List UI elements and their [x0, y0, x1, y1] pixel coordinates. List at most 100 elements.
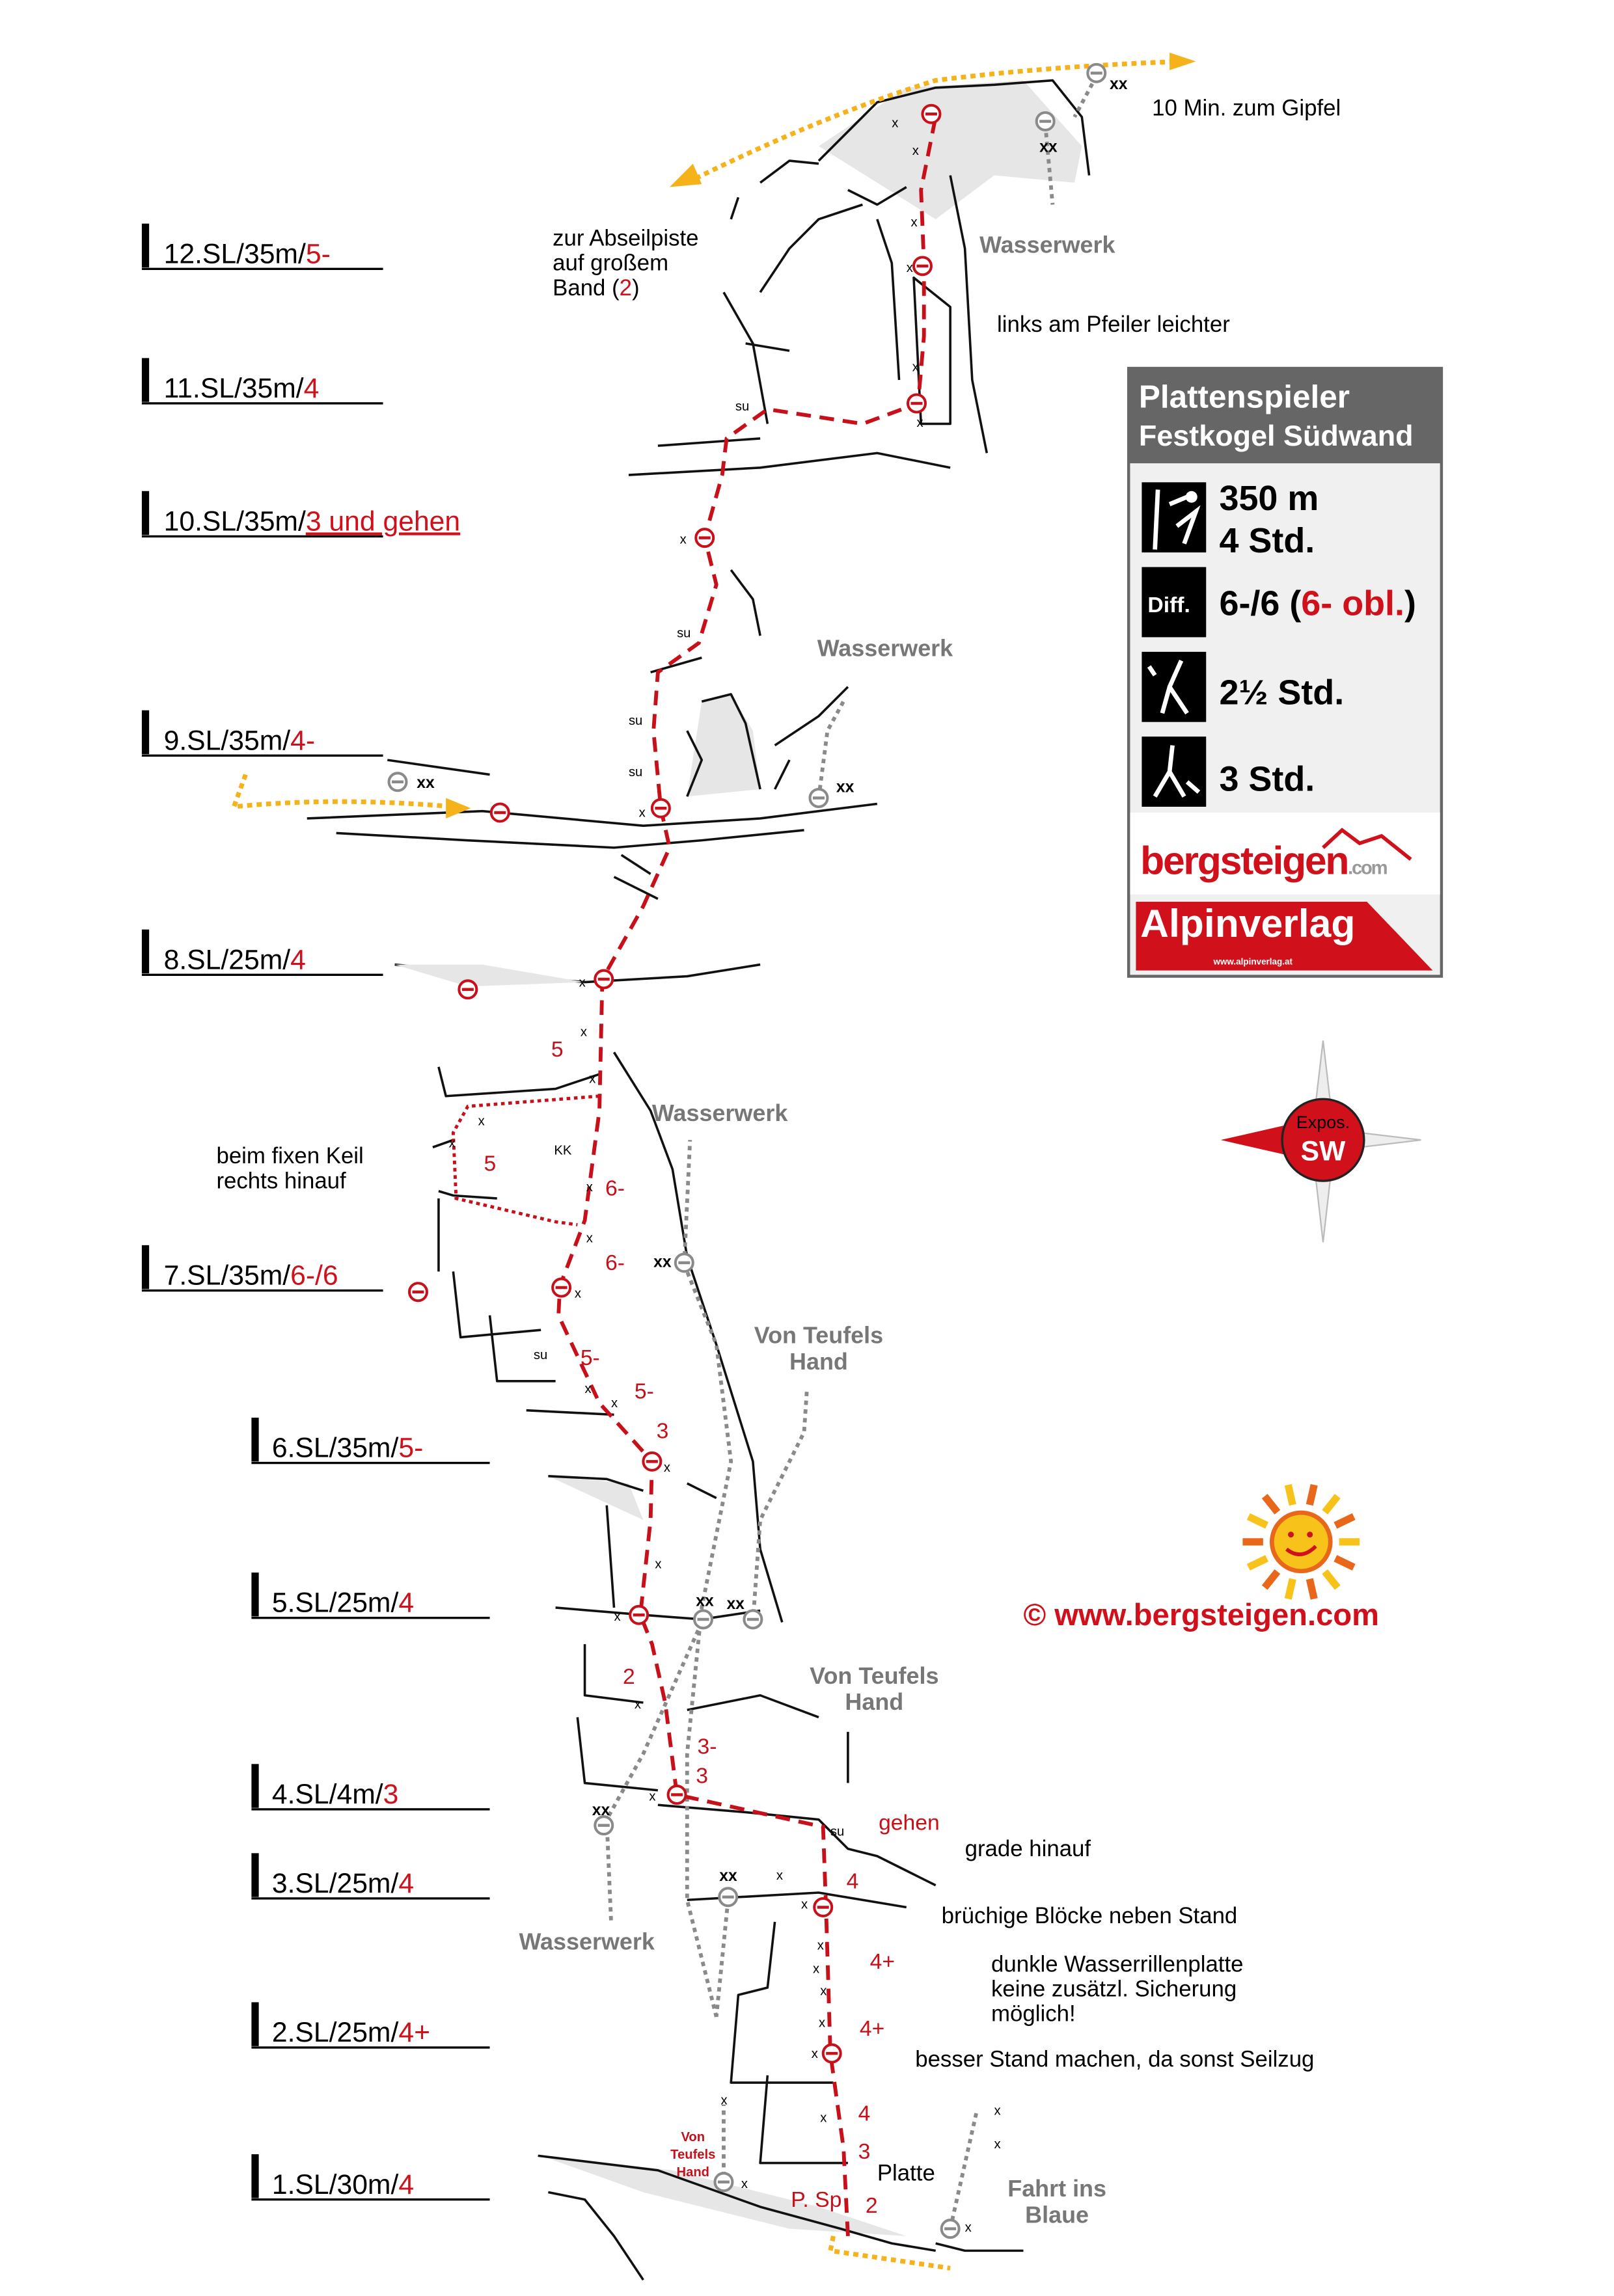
alpinverlag-logo-text: Alpinverlag	[1140, 901, 1355, 945]
bolt-mark: x	[813, 1962, 819, 1977]
pitch-marker	[251, 1853, 259, 1897]
route-name-fahrt: Fahrt ins	[1007, 2175, 1106, 2202]
annotations: 10 Min. zum Gipfel zur Abseilpiste auf g…	[216, 95, 1341, 2228]
bergsteigen-logo: bergsteigen.com	[1140, 838, 1387, 882]
note-abseil: Band (2)	[553, 275, 639, 301]
bolt-mark: x	[655, 1557, 661, 1571]
descent-top	[686, 59, 1184, 185]
note-keil: rechts hinauf	[216, 1168, 346, 1193]
route-name-wasserwerk: Wasserwerk	[979, 232, 1115, 258]
bolt-mark: x	[585, 1382, 592, 1396]
pitch-marker	[141, 1245, 150, 1290]
pitch-label-text: 5.SL/25m/4	[272, 1587, 414, 1619]
route-grade: 6-	[605, 1251, 625, 1275]
route-grade: 6-	[605, 1177, 625, 1201]
approach-icon	[1142, 651, 1207, 722]
pitch-label-text: 8.SL/25m/4	[164, 944, 306, 975]
bolt-mark: x	[912, 144, 919, 158]
pitch-label-text: 2.SL/25m/4+	[272, 2017, 430, 2048]
route-name-wasserwerk: Wasserwerk	[652, 1100, 788, 1126]
su-mark: su	[677, 626, 691, 640]
route-grade: 3	[696, 1764, 708, 1789]
bolt-mark: x	[916, 416, 923, 430]
route-name-wasserwerk: Wasserwerk	[817, 635, 953, 662]
pitch-label-text: 4.SL/4m/3	[272, 1779, 399, 1810]
pitch-label: 11.SL/35m/4	[141, 358, 383, 405]
pitch-marker	[141, 358, 150, 402]
pitch-marker	[141, 223, 150, 268]
climber-icon	[1142, 482, 1207, 553]
bolt-mark: x	[575, 1287, 581, 1301]
note-abseil: zur Abseilpiste	[553, 225, 698, 250]
bolt-mark: x	[581, 1025, 587, 1040]
alpinverlag-logo	[1136, 901, 1433, 971]
route-grade: 4	[858, 2101, 871, 2126]
kk-mark: KK	[554, 1144, 571, 1158]
double-bolt-mark: xx	[696, 1593, 714, 1610]
note-rillen: dunkle Wasserrillenplatte	[991, 1951, 1243, 1977]
bolt-mark: x	[801, 1898, 808, 1912]
descent-band	[230, 774, 454, 810]
note-stand: besser Stand machen, da sonst Seilzug	[915, 2046, 1314, 2072]
approach	[827, 2235, 951, 2271]
alpinverlag-url: www.alpinverlag.at	[1212, 957, 1293, 967]
pitch-label-text: 10.SL/35m/3 und gehen	[164, 506, 461, 537]
bolt-mark: x	[817, 1939, 824, 1953]
double-bolt-mark: xx	[417, 774, 435, 792]
route-grade: 3	[657, 1419, 669, 1443]
pitch-labels: 12.SL/35m/5- 11.SL/35m/4 10.SL/35m/3 und g…	[141, 223, 490, 2201]
route-grade: 4	[847, 1869, 859, 1893]
arrow-icon	[1169, 52, 1196, 70]
route-title: Plattenspieler	[1139, 379, 1350, 415]
info-box: Plattenspieler Festkogel Südwand 350 m 4…	[1127, 366, 1443, 978]
double-bolt-mark: xx	[726, 1595, 745, 1613]
double-bolt-mark: xx	[836, 779, 855, 796]
note-teufels-small: Von	[681, 2130, 705, 2144]
bolt-mark: x	[478, 1114, 485, 1129]
bolt-mark: x	[965, 2221, 972, 2235]
pitch-label: 7.SL/35m/6-/6	[141, 1245, 383, 1292]
pitch-label: 4.SL/4m/3	[251, 1764, 490, 1811]
pitch-label: 9.SL/35m/4-	[141, 710, 383, 757]
pitch-label-text: 3.SL/25m/4	[272, 1868, 414, 1899]
pitch-marker	[141, 929, 150, 974]
su-mark: su	[629, 765, 642, 779]
note-teufels-small: Hand	[677, 2165, 710, 2180]
bolt-mark: x	[741, 2177, 748, 2191]
pitch-marker	[251, 2002, 259, 2046]
bolt-mark: x	[449, 1136, 456, 1150]
note-platte: Platte	[877, 2161, 935, 2186]
pitch-label-text: 12.SL/35m/5-	[164, 238, 331, 269]
note-abseil: auf großem	[553, 250, 668, 276]
route-grade: 5-	[581, 1346, 600, 1370]
arrow-icon	[446, 798, 471, 818]
note-psp: P. Sp	[791, 2188, 841, 2212]
pitch-label-text: 6.SL/35m/5-	[272, 1433, 423, 1464]
bolt-mark: x	[776, 1869, 783, 1883]
bolt-mark: x	[635, 1697, 641, 1712]
route-grade: 5	[484, 1152, 497, 1176]
route-grade: 2	[866, 2194, 878, 2218]
bolt-mark: x	[586, 1180, 593, 1195]
bolt-mark: x	[994, 2137, 1001, 2152]
double-bolt-mark: xx	[1039, 139, 1058, 156]
double-bolt-mark: xx	[592, 1802, 610, 1819]
rock-outline	[307, 79, 1091, 2281]
pitch-marker	[251, 1573, 259, 1617]
pitch-label: 8.SL/25m/4	[141, 929, 383, 976]
copyright-link[interactable]: © www.bergsteigen.com	[1023, 1597, 1379, 1632]
compass: Expos. SW	[1220, 1040, 1421, 1243]
pitch-marker	[251, 1764, 259, 1808]
bolt-mark: x	[664, 1461, 670, 1475]
route-time: 4 Std.	[1219, 521, 1315, 560]
route-name-teufels: Von Teufels	[810, 1662, 938, 1689]
bolt-mark: x	[614, 1610, 620, 1624]
pitch-label: 3.SL/25m/4	[251, 1853, 490, 1900]
route-height: 350 m	[1219, 479, 1319, 518]
difficulty-icon-label: Diff.	[1147, 593, 1190, 617]
bolt-mark: x	[994, 2103, 1001, 2118]
main-route	[556, 116, 938, 2237]
note-gehen: gehen	[879, 1811, 940, 1835]
